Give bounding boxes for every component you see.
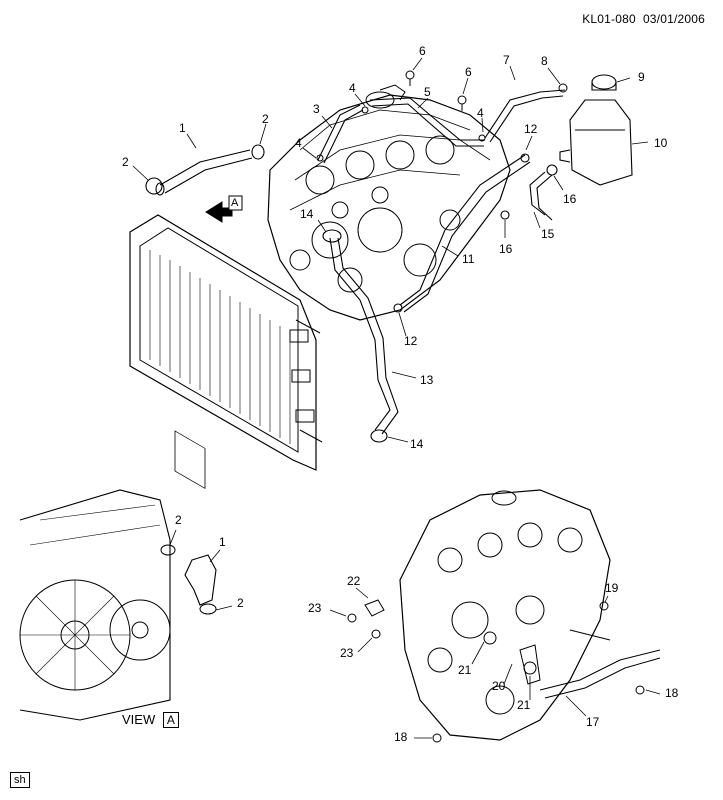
callout-6: 6 [419, 44, 426, 58]
callout-20: 20 [492, 679, 506, 693]
view-letter: A [162, 712, 179, 728]
callout-2: 2 [262, 112, 269, 126]
callout-11: 11 [462, 252, 475, 266]
view-label: VIEW [122, 712, 156, 727]
callout-16: 16 [563, 192, 577, 206]
leader-lines-top [132, 57, 649, 443]
arrow-letter: A [231, 197, 239, 209]
callout-5: 5 [424, 85, 431, 99]
callout-2: 2 [175, 513, 182, 527]
diagram-header: KL01-080 03/01/2006 [582, 12, 705, 26]
hoses-top [145, 89, 566, 443]
callout-21: 21 [458, 663, 472, 677]
callout-1: 1 [179, 121, 186, 135]
callout-23: 23 [308, 601, 322, 615]
callout-19: 19 [605, 581, 619, 595]
callout-4: 4 [295, 136, 302, 150]
callout-9: 9 [638, 70, 645, 84]
view-a-drawing [19, 489, 233, 721]
diagram-date: 03/01/2006 [642, 12, 705, 26]
callout-2: 2 [237, 596, 244, 610]
callout-21: 21 [517, 698, 531, 712]
callout-13: 13 [420, 373, 434, 387]
engine-drawing-top [267, 84, 511, 321]
callout-18: 18 [665, 686, 679, 700]
callout-3: 3 [313, 102, 320, 116]
engine-drawing-bottom [347, 489, 661, 743]
callout-14: 14 [300, 207, 314, 221]
callout-7: 7 [503, 53, 510, 67]
view-caption: VIEW A [122, 712, 179, 728]
callout-1: 1 [219, 535, 226, 549]
callout-10: 10 [654, 136, 668, 150]
callout-4: 4 [477, 106, 484, 120]
callout-12: 12 [524, 122, 538, 136]
diagram-code: KL01-080 [582, 12, 636, 26]
callout-6: 6 [465, 65, 472, 79]
callout-2: 2 [122, 155, 129, 169]
footer-tag: sh [10, 772, 30, 788]
callout-15: 15 [541, 227, 555, 241]
callout-4: 4 [349, 81, 356, 95]
callout-23: 23 [340, 646, 354, 660]
callout-17: 17 [586, 715, 600, 729]
callout-14: 14 [410, 437, 424, 451]
view-arrow [205, 195, 243, 223]
coolant-reservoir [559, 74, 633, 186]
fasteners-top [316, 70, 568, 162]
callout-22: 22 [347, 574, 361, 588]
callout-8: 8 [541, 54, 548, 68]
callout-16: 16 [499, 242, 513, 256]
radiator-drawing [129, 214, 323, 489]
callout-12: 12 [404, 334, 418, 348]
callout-18: 18 [394, 730, 408, 744]
leader-lines-bottom [329, 587, 661, 739]
